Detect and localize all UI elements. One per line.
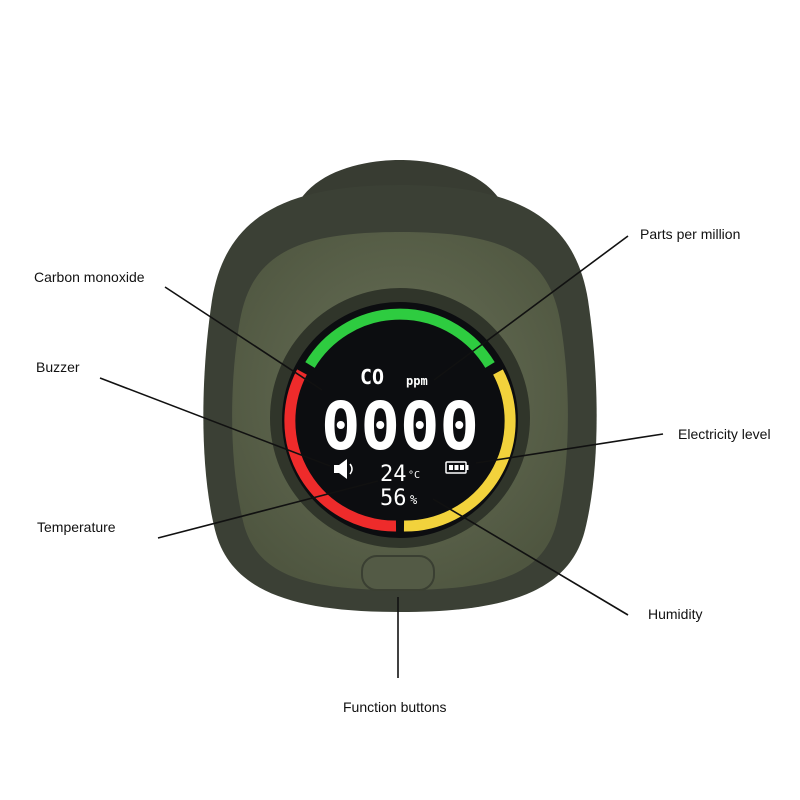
- label-buzzer: Buzzer: [36, 359, 80, 375]
- leader-lines: [99, 235, 664, 678]
- label-electricity-level: Electricity level: [678, 426, 771, 442]
- status-ring: [284, 308, 516, 532]
- leader-electricity-level: [475, 433, 664, 464]
- leader-parts-per-million: [433, 235, 629, 381]
- label-humidity: Humidity: [648, 606, 702, 622]
- battery-icon: [445, 461, 469, 474]
- ring-yellow-arc: [403, 369, 516, 532]
- temperature-unit: °C: [408, 470, 420, 481]
- label-parts-per-million: Parts per million: [640, 226, 740, 242]
- speaker-icon: [334, 459, 353, 479]
- leader-buzzer: [99, 377, 331, 467]
- co-reading: 0000: [321, 388, 479, 465]
- humidity-value: 56: [380, 486, 407, 511]
- leader-humidity: [432, 498, 629, 616]
- humidity-unit: %: [410, 493, 418, 507]
- function-button[interactable]: [361, 555, 435, 591]
- label-carbon-monoxide: Carbon monoxide: [34, 269, 145, 285]
- leader-carbon-monoxide: [164, 286, 323, 391]
- ring-green-arc: [305, 308, 495, 368]
- label-temperature: Temperature: [37, 519, 116, 535]
- gas-type: CO: [360, 365, 384, 389]
- label-function-buttons: Function buttons: [343, 699, 447, 715]
- leader-temperature: [157, 480, 379, 539]
- unit-ppm: ppm: [406, 374, 428, 388]
- temperature-value: 24: [380, 462, 407, 487]
- ring-red-arc: [284, 369, 397, 532]
